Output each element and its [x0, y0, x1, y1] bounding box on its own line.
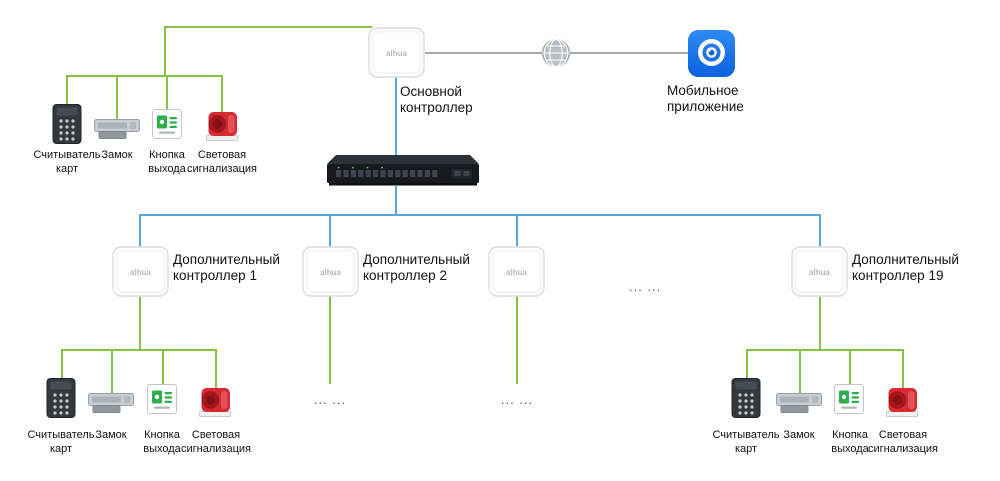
wire-main-to-switch	[395, 77, 397, 156]
magnetic-lock-label: Замок	[783, 429, 815, 441]
exit-button-label: Кнопка выхода	[143, 429, 181, 455]
wire-c1-bus	[61, 349, 217, 351]
wire-c1-drop-lock	[111, 349, 113, 394]
wire-switch-to-bus	[395, 186, 397, 216]
wire-c1-drop-reader	[61, 349, 63, 379]
sub-controller-icon	[791, 246, 848, 297]
exit-button-label: Кнопка выхода	[148, 149, 186, 175]
sub-controller-19-label: Дополнительный контроллер 19	[852, 252, 959, 283]
wire-c1-feed	[139, 296, 141, 351]
card-reader-icon	[46, 378, 76, 418]
mobile-app-icon	[688, 30, 735, 77]
ellipsis-more-devices: ... ...	[500, 392, 534, 407]
wire-controller-bus	[139, 214, 821, 216]
siren-label: Световая сигнализация	[868, 429, 938, 455]
wire-c19-drop-lock	[799, 349, 801, 394]
magnetic-lock-label: Замок	[95, 429, 127, 441]
ellipsis-more-devices: ... ...	[313, 392, 347, 407]
card-reader-label: Считыватель карт	[33, 149, 101, 175]
ellipsis-more-controllers: ... ...	[629, 279, 662, 294]
exit-button-icon	[152, 109, 182, 139]
card-reader-label: Считыватель карт	[712, 429, 780, 455]
wire-peripheral-feed	[164, 26, 166, 77]
sub-controller-icon	[302, 246, 359, 297]
wire-c19-drop-reader	[746, 349, 748, 379]
wire-c19-feed	[819, 296, 821, 351]
wire-c1-drop-exit-button	[162, 349, 164, 386]
wire-drop-controller-2	[329, 214, 331, 248]
card-reader-icon	[731, 378, 761, 418]
sub-controller-icon	[488, 246, 545, 297]
wire-drop-controller-19	[819, 214, 821, 248]
siren-label: Световая сигнализация	[187, 149, 257, 175]
sub-controller-1-label: Дополнительный контроллер 1	[173, 252, 280, 283]
siren-icon	[884, 386, 920, 417]
magnetic-lock-icon	[776, 392, 822, 414]
exit-button-icon	[147, 384, 177, 414]
wire-drop-siren	[221, 75, 223, 113]
wire-drop-controller-1	[139, 214, 141, 248]
wire-c19-drop-exit-button	[849, 349, 851, 386]
wire-drop-controller-3	[516, 214, 518, 248]
main-controller-icon	[368, 27, 425, 78]
wire-c3-feed	[516, 296, 518, 384]
card-reader-icon	[52, 104, 82, 144]
wire-c19-bus	[746, 349, 903, 351]
wire-drop-reader	[66, 75, 68, 105]
card-reader-label: Считыватель карт	[27, 429, 95, 455]
wire-peripheral-bus	[66, 75, 223, 77]
wire-drop-exit-button	[166, 75, 168, 110]
wire-c19-drop-siren	[902, 349, 904, 388]
magnetic-lock-icon	[94, 118, 140, 140]
sub-controller-icon	[112, 246, 169, 297]
exit-button-label: Кнопка выхода	[831, 429, 869, 455]
wire-drop-lock	[116, 75, 118, 120]
magnetic-lock-label: Замок	[101, 149, 133, 161]
sub-controller-2-label: Дополнительный контроллер 2	[363, 252, 470, 283]
internet-globe-icon	[540, 37, 572, 69]
main-controller-label: Основной контроллер	[400, 84, 473, 115]
wire-c1-drop-siren	[215, 349, 217, 388]
exit-button-icon	[834, 384, 864, 414]
wire-c2-feed	[329, 296, 331, 384]
siren-icon	[197, 386, 233, 417]
siren-label: Световая сигнализация	[181, 429, 251, 455]
mobile-app-label: Мобильное приложение	[667, 83, 744, 114]
network-switch-icon	[327, 154, 479, 188]
magnetic-lock-icon	[88, 392, 134, 414]
siren-icon	[204, 110, 240, 141]
wire-main-to-peripherals	[164, 26, 372, 28]
